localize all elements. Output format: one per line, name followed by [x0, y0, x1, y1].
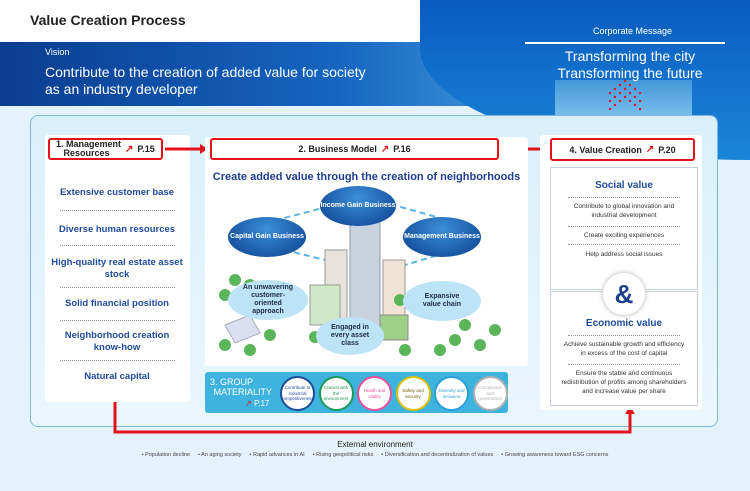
vision-line: as an industry developer — [45, 81, 198, 97]
external-factor: • Rising geopolitical risks — [312, 452, 374, 458]
management-business: Management Business — [403, 217, 481, 257]
economic-value-item: Achieve sustainable growth and efficienc… — [563, 341, 685, 357]
materiality-item: Health and vitality — [357, 376, 392, 411]
external-factor: • Growing awareness toward ESG concerns — [501, 452, 609, 458]
external-environment-title: External environment — [337, 440, 413, 449]
resource-item: Neighborhood creation know-how — [64, 330, 170, 353]
divider — [60, 320, 175, 321]
section-title: 4. Value Creation — [569, 144, 642, 155]
divider — [568, 244, 680, 245]
ampersand-logo-icon: & — [602, 272, 646, 316]
external-link-icon: ↗ — [380, 143, 390, 155]
external-factor: • Diversification and decentralization o… — [381, 452, 494, 458]
divider — [60, 360, 175, 361]
business-model-link[interactable]: 2. Business Model↗P.16 — [210, 138, 499, 160]
divider — [525, 42, 725, 44]
capital-gain-business: Capital Gain Business — [228, 217, 306, 257]
message-line: Transforming the future — [557, 65, 703, 81]
resource-item: High-quality real estate asset stock — [51, 257, 183, 280]
economic-value-item: Ensure the stable and continuous redistr… — [561, 370, 687, 395]
materiality-item: Safety and security — [395, 376, 431, 411]
resource-item: Diverse human resources — [58, 224, 176, 235]
vision-text: Contribute to the creation of added valu… — [45, 64, 366, 98]
divider — [568, 226, 680, 227]
divider — [60, 245, 175, 246]
vision-line: Contribute to the creation of added valu… — [45, 64, 366, 80]
corporate-message-label: Corporate Message — [592, 26, 673, 36]
resource-item: Natural capital — [84, 371, 150, 382]
social-value-title: Social value — [595, 180, 653, 191]
strength-customer-oriented: An unwavering customer-oriented approach — [228, 280, 308, 320]
management-resources-panel — [45, 135, 190, 402]
message-line: Transforming the city — [564, 48, 696, 64]
income-gain-business: Income Gain Business — [320, 186, 396, 226]
section-title: 1. Management Resources — [56, 139, 122, 158]
external-link-icon: ↗ — [645, 144, 655, 155]
divider — [60, 210, 175, 211]
strength-every-asset-class: Engaged in every asset class — [316, 317, 384, 355]
social-value-item: Help address social issues — [585, 251, 663, 258]
social-value-item: Create exciting experiences — [583, 232, 665, 239]
resource-item: Extensive customer base — [59, 187, 175, 198]
vision-label: Vision — [45, 47, 70, 57]
materiality-item: Coexist with the environment — [318, 376, 354, 411]
divider — [60, 287, 175, 288]
materiality-item: Compliance and governance — [472, 376, 508, 411]
divider — [568, 197, 680, 198]
external-factor: • Rapid advances in AI — [249, 452, 305, 458]
value-creation-link[interactable]: 4. Value Creation↗P.20 — [550, 138, 695, 161]
page-ref: P.15 — [137, 143, 155, 154]
page-ref: P.16 — [393, 144, 411, 154]
social-value-item: Contribute to global innovation and indu… — [573, 203, 675, 219]
resource-item: Solid financial position — [65, 298, 169, 309]
economic-value-title: Economic value — [585, 318, 663, 329]
external-link-icon: ↗ — [245, 399, 252, 408]
divider — [568, 364, 680, 365]
external-link-icon: ↗ — [125, 143, 134, 155]
business-model-headline: Create added value through the creation … — [212, 171, 521, 183]
materiality-link[interactable]: ↗ P.17 — [245, 399, 270, 408]
external-environment-list: • Population decline • An aging society • … — [0, 452, 750, 458]
external-factor: • An aging society — [198, 452, 242, 458]
section-title: 2. Business Model — [298, 144, 377, 154]
page-ref: P.20 — [658, 144, 676, 155]
external-factor: • Population decline — [141, 452, 191, 458]
divider — [568, 335, 680, 336]
page-title: Value Creation Process — [30, 12, 186, 28]
materiality-item: Diversity and inclusion — [434, 376, 469, 411]
materiality-item: Contribute to industrial competitiveness — [280, 376, 315, 411]
chevron-up-dots-icon — [608, 79, 642, 111]
strength-value-chain: Expansive value chain — [403, 281, 481, 321]
management-resources-link[interactable]: 1. Management Resources ↗P.15 — [48, 138, 163, 160]
